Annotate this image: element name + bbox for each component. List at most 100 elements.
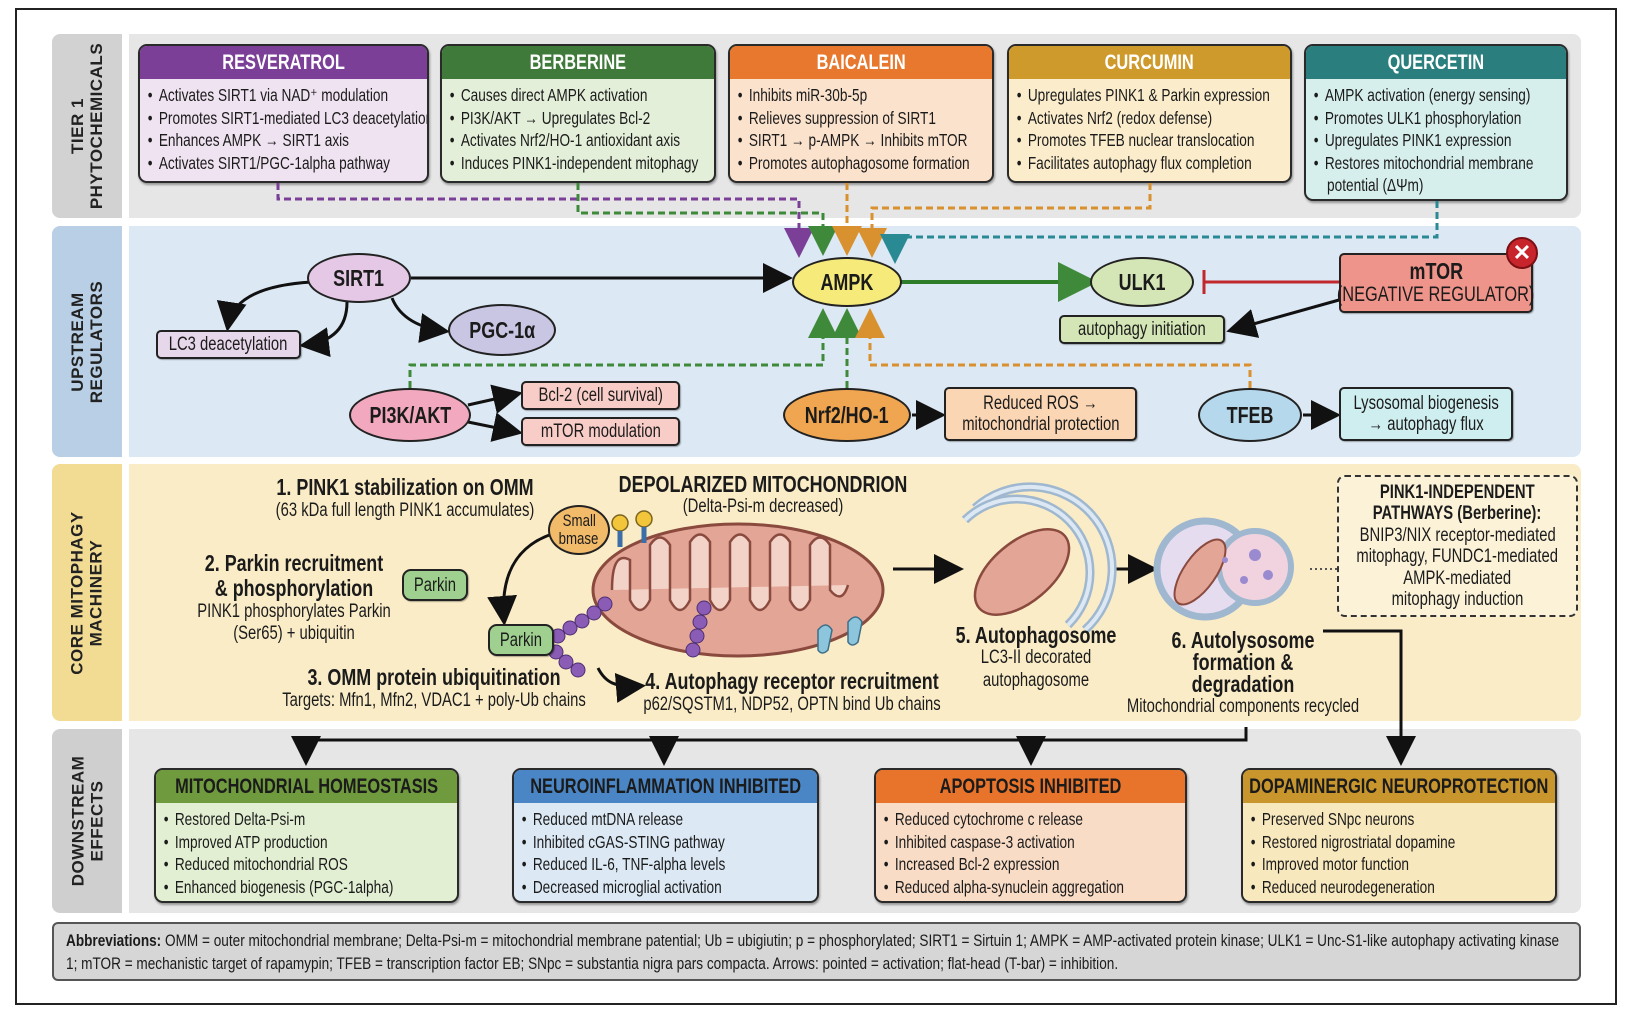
box-text: mitophagy, FUNDC1-mediated xyxy=(1356,546,1559,567)
list-item: Restores mitochondrial membrane xyxy=(1314,152,1566,175)
mtor-subtitle: (NEGATIVE REGULATOR) xyxy=(1337,283,1535,306)
card-dopaminergic-neuroprotection: DOPAMINERGIC NEUROPROTECTION Preserved S… xyxy=(1241,768,1557,903)
text: 3. OMM protein ubiquitination xyxy=(307,664,561,690)
step4-subtitle: p62/SQSTM1, NDP52, OPTN bind Ub chains xyxy=(601,694,982,716)
card-list: Reduced cytochrome c releaseInhibited ca… xyxy=(876,803,1185,898)
list-item: Increased Bcl-2 expression xyxy=(884,853,1185,876)
pgc1a-node: PGC-1α xyxy=(448,304,556,356)
list-item: Preserved SNpc neurons xyxy=(1251,808,1555,831)
node-label: PGC-1α xyxy=(469,316,535,343)
section-label-downstream: DOWNSTREAM EFFECTS xyxy=(52,729,122,913)
section-label-text: TIER 1 PHYTOCHEMICALS xyxy=(68,42,106,210)
node-label: bmase xyxy=(559,529,599,548)
card-berberine: BERBERINE Causes direct AMPK activationP… xyxy=(440,44,716,183)
autophagy-initiation-box: autophagy initiation xyxy=(1059,315,1225,344)
list-item: Upregulates PINK1 expression xyxy=(1314,129,1566,152)
bcl2-box: Bcl-2 (cell survival) xyxy=(521,381,680,410)
node-label: TFEB xyxy=(1226,401,1274,428)
step5-subtitle-line2: autophagosome xyxy=(968,670,1104,692)
text: 5. Autophagosome xyxy=(955,622,1117,648)
abbreviations-box: Abbreviations: OMM = outer mitochondrial… xyxy=(52,922,1581,981)
card-list: Preserved SNpc neuronsRestored nigrostri… xyxy=(1243,803,1555,898)
list-item: Improved ATP production xyxy=(164,831,457,854)
step2-title-line2: & phosphorylation xyxy=(192,575,395,602)
node-label: Nrf2/HO-1 xyxy=(805,401,889,428)
text: 1. PINK1 stabilization on OMM xyxy=(276,474,534,500)
box-label: mitochondrial protection xyxy=(961,414,1120,435)
section-label-text: CORE MITOPHAGY MACHINERY xyxy=(68,510,107,675)
section-label-text: DOWNSTREAM EFFECTS xyxy=(68,755,107,887)
step2-subtitle-line2: (Ser65) + ubiquitin xyxy=(216,623,372,645)
section-label-core: CORE MITOPHAGY MACHINERY xyxy=(52,464,122,721)
tfeb-node: TFEB xyxy=(1198,388,1302,442)
box-text: AMPK-mediated xyxy=(1403,567,1512,589)
card-header: DOPAMINERGIC NEUROPROTECTION xyxy=(1243,770,1555,803)
box-label: Reduced ROS → xyxy=(983,393,1098,414)
card-list: Inhibits miR-30b-5pRelieves suppression … xyxy=(730,79,992,174)
list-item: Reduced mitochondrial ROS xyxy=(164,853,457,876)
card-resveratrol: RESVERATROL Activates SIRT1 via NAD⁺ mod… xyxy=(138,44,429,183)
box-label: Parkin xyxy=(499,629,542,651)
box-label: mTOR modulation xyxy=(540,421,661,442)
card-header: QUERCETIN xyxy=(1306,46,1566,79)
box-text: mitophagy induction xyxy=(1391,589,1524,610)
step6-subtitle: Mitochondrial components recycled xyxy=(1094,696,1392,718)
list-item: AMPK activation (energy sensing) xyxy=(1314,84,1566,107)
card-header: BAICALEIN xyxy=(730,46,992,79)
card-list: Reduced mtDNA releaseInhibited cGAS-STIN… xyxy=(514,803,817,898)
box-label: autophagy initiation xyxy=(1078,319,1206,340)
node-label: ULK1 xyxy=(1118,268,1166,295)
box-label: Lysosomal biogenesis xyxy=(1353,393,1499,414)
box-label: Bcl-2 (cell survival) xyxy=(538,385,663,406)
text: 4. Autophagy receptor recruitment xyxy=(645,668,939,694)
mtor-title: mTOR xyxy=(1409,258,1463,284)
card-title: RESVERATROL xyxy=(222,50,345,74)
card-list: Causes direct AMPK activationPI3K/AKT → … xyxy=(442,79,714,174)
card-list: AMPK activation (energy sensing)Promotes… xyxy=(1306,79,1566,197)
mito-title: DEPOLARIZED MITOCHONDRION xyxy=(578,471,948,498)
card-title: NEUROINFLAMMATION INHIBITED xyxy=(530,774,801,798)
text: formation & xyxy=(1192,649,1294,675)
step3-title: 3. OMM protein ubiquitination xyxy=(272,664,597,691)
list-item: Promotes ULK1 phosphorylation xyxy=(1314,107,1566,130)
list-item: PI3K/AKT → Upregulates Bcl-2 xyxy=(450,107,714,130)
step6-title-line3: degradation xyxy=(1177,671,1309,698)
text: & phosphorylation xyxy=(214,575,374,601)
close-x-icon: ✕ xyxy=(1506,237,1538,269)
list-item: Activates SIRT1 via NAD⁺ modulation xyxy=(148,84,427,107)
lc3-deacetylation-box: LC3 deacetylation xyxy=(156,330,301,359)
text: Mitochondrial components recycled xyxy=(1126,696,1360,717)
text: autophagosome xyxy=(982,670,1090,691)
text: (63 kDa full length PINK1 accumulates) xyxy=(275,500,535,521)
node-label: PI3K/AKT xyxy=(369,401,451,428)
box-label: LC3 deacetylation xyxy=(169,334,288,355)
list-item: Causes direct AMPK activation xyxy=(450,84,714,107)
list-item: Reduced IL-6, TNF-alpha levels xyxy=(522,853,817,876)
list-item: potential (ΔΨm) xyxy=(1327,175,1424,195)
card-header: BERBERINE xyxy=(442,46,714,79)
parkin-recruited-node: Parkin xyxy=(488,624,554,656)
step4-title: 4. Autophagy receptor recruitment xyxy=(604,668,980,695)
text: 2. Parkin recruitment xyxy=(204,550,384,576)
ampk-node: AMPK xyxy=(792,257,902,307)
mtor-modulation-box: mTOR modulation xyxy=(521,417,680,446)
text: Targets: Mfn1, Mfn2, VDAC1 + poly-Ub cha… xyxy=(282,690,586,711)
list-item: Restored nigrostriatal dopamine xyxy=(1251,831,1555,854)
step5-title: 5. Autophagosome xyxy=(933,622,1139,649)
text: (Ser65) + ubiquitin xyxy=(233,623,355,644)
section-label-text: UPSTREAM REGULATORS xyxy=(68,280,106,403)
box-label: Parkin xyxy=(413,574,456,596)
card-baicalein: BAICALEIN Inhibits miR-30b-5pRelieves su… xyxy=(728,44,994,183)
abbreviations-label: Abbreviations: xyxy=(66,931,162,950)
card-curcumin: CURCUMIN Upregulates PINK1 & Parkin expr… xyxy=(1007,44,1292,183)
text: (Delta-Psi-m decreased) xyxy=(682,496,844,517)
pi3k-akt-node: PI3K/AKT xyxy=(349,388,471,442)
list-item: Inhibits miR-30b-5p xyxy=(738,84,992,107)
list-item: Activates Nrf2/HO-1 antioxidant axis xyxy=(450,129,714,152)
list-item: Promotes SIRT1-mediated LC3 deacetylatio… xyxy=(148,107,427,130)
card-list: Activates SIRT1 via NAD⁺ modulationPromo… xyxy=(140,79,427,174)
card-header: CURCUMIN xyxy=(1009,46,1290,79)
lysosomal-biogenesis-box: Lysosomal biogenesis→ autophagy flux xyxy=(1339,387,1513,441)
list-item: Reduced neurodegeneration xyxy=(1251,876,1555,899)
abbreviations-text: Abbreviations: OMM = outer mitochondrial… xyxy=(66,929,1567,975)
